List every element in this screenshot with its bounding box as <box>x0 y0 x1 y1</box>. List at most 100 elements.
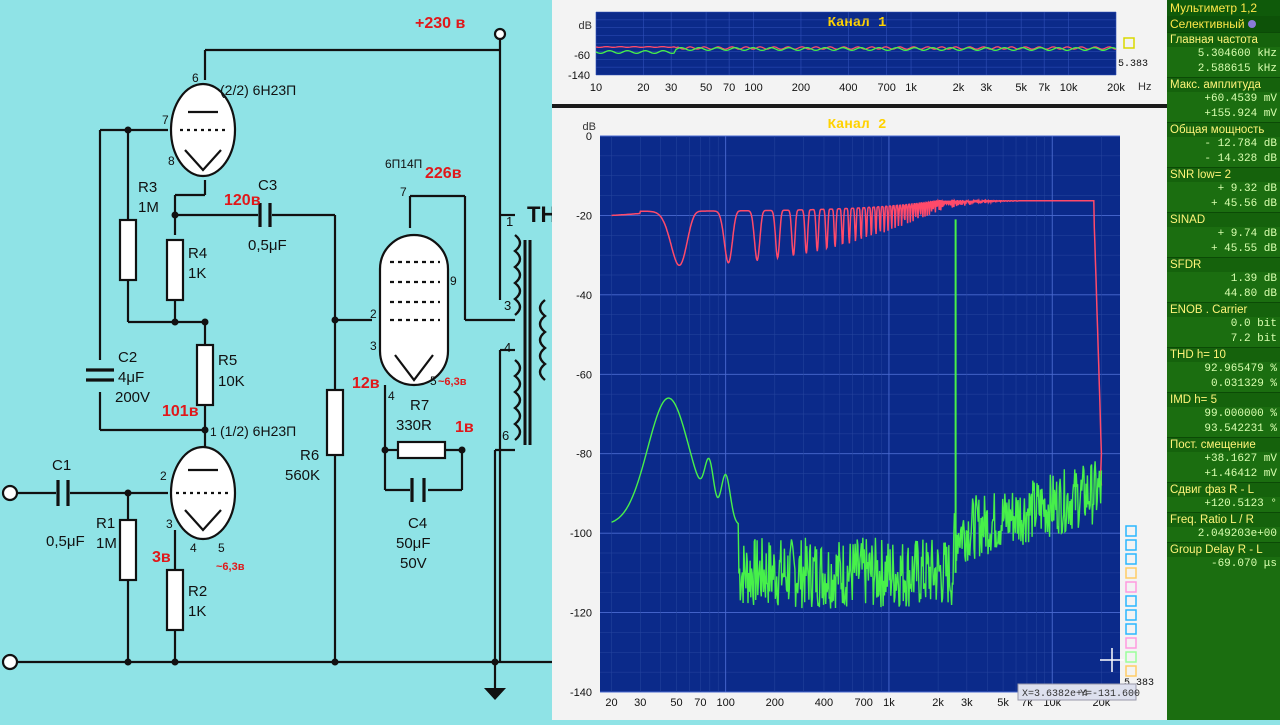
trace-swatch[interactable] <box>1125 637 1137 649</box>
ground-terminal <box>1 653 19 671</box>
ground-symbol <box>484 688 506 700</box>
channel-1-x-tick: 3k <box>980 82 992 94</box>
cursor-readout-box <box>1017 683 1137 701</box>
voltage-101: 101в <box>162 403 199 420</box>
resistor-r6 <box>325 388 345 457</box>
cursor-readout-y: Y=-131.600 <box>1080 689 1140 700</box>
channel-1-title: Канал 1 <box>828 15 887 31</box>
c2-voltage: 200V <box>115 389 150 406</box>
tube-power-label: 6П14П <box>385 157 422 171</box>
r2-value: 1K <box>188 603 206 620</box>
channel-2-red-trace <box>611 197 1103 486</box>
channel-2-x-tick: 700 <box>854 697 872 709</box>
trafo-pin-3: 3 <box>504 298 511 313</box>
channel-1-corner-value: 5.383 <box>1118 59 1148 70</box>
channel-1-x-tick: 200 <box>792 82 810 94</box>
meter-label: Общая мощность <box>1167 122 1280 137</box>
resistor-r3 <box>118 218 138 282</box>
voltage-226: 226в <box>425 165 462 182</box>
trace-swatch[interactable] <box>1125 623 1137 635</box>
channel-1-x-tick: 70 <box>723 82 735 94</box>
meter-value: 7.2 bit <box>1230 333 1277 345</box>
c3-label: C3 <box>258 177 277 194</box>
meter-value: 99.000000 % <box>1204 408 1277 420</box>
crosshair-cursor[interactable] <box>1100 648 1124 672</box>
resistor-r7 <box>396 440 447 460</box>
meter-label: ENOB . Carrier <box>1167 302 1280 317</box>
trace-swatch[interactable] <box>1125 525 1137 537</box>
meter-value: -69.070 μs <box>1210 558 1277 570</box>
r6-label: R6 <box>300 447 319 464</box>
meter-value: 44.80 dB <box>1224 288 1277 300</box>
trafo-pin-1: 1 <box>506 214 513 229</box>
resistor-r5 <box>195 343 215 407</box>
capacitor-c3 <box>258 203 272 227</box>
meter-value: +38.1627 mV <box>1204 453 1277 465</box>
channel-2-x-tick: 50 <box>670 697 682 709</box>
meter-label: Главная частота <box>1167 32 1280 47</box>
voltage-120: 120в <box>224 192 261 209</box>
trace-swatch[interactable] <box>1125 609 1137 621</box>
tube-bottom-label: (1/2) 6Н23П <box>220 423 296 439</box>
trace-swatch[interactable] <box>1125 595 1137 607</box>
meter-label: Freq. Ratio L / R <box>1167 512 1280 527</box>
channel-1-db-unit: dB <box>579 20 592 32</box>
meter-value: +155.924 mV <box>1204 108 1277 120</box>
pin-4-power: 4 <box>388 389 395 403</box>
channel-1-red-trace <box>595 45 1117 50</box>
tube-top-label: (2/2) 6Н23П <box>220 82 296 98</box>
resistor-r1 <box>118 518 138 582</box>
channel-1-green-trace <box>595 46 1117 55</box>
channel-1-x-tick: 10k <box>1060 82 1078 94</box>
multimeter-mode[interactable]: Селективный <box>1167 16 1280 32</box>
c4-voltage: 50V <box>400 555 427 572</box>
meter-label: IMD h= 5 <box>1167 392 1280 407</box>
r4-label: R4 <box>188 245 207 262</box>
channel-1-marker-box[interactable] <box>1123 37 1135 49</box>
meter-label: Сдвиг фаз R - L <box>1167 482 1280 497</box>
channel-2-x-tick: 400 <box>815 697 833 709</box>
channel-2-y-tick: -80 <box>576 449 592 461</box>
capacitor-c4 <box>410 478 426 502</box>
channel-2-title: Канал 2 <box>828 117 887 133</box>
channel-1-x-tick: 100 <box>744 82 762 94</box>
pin-5-bottom: 5 <box>218 541 225 555</box>
channel-1-x-tick: 50 <box>700 82 712 94</box>
trace-swatch[interactable] <box>1125 553 1137 565</box>
trace-swatch[interactable] <box>1125 539 1137 551</box>
voltage-3: 3в <box>152 549 171 566</box>
supply-voltage: +230 в <box>415 15 465 32</box>
r5-label: R5 <box>218 352 237 369</box>
trace-swatch[interactable] <box>1125 567 1137 579</box>
capacitor-c2 <box>86 368 114 382</box>
channel-2-x-tick: 70 <box>694 697 706 709</box>
meter-label: SNR low= 2 <box>1167 167 1280 182</box>
meter-value: + 45.55 dB <box>1210 243 1277 255</box>
channel-2-y-tick: -60 <box>576 369 592 381</box>
trace-swatch[interactable] <box>1125 665 1137 677</box>
channel-1-y-tick: -140 <box>568 70 590 82</box>
meter-value: +120.5123 ° <box>1204 498 1277 510</box>
channel-1-x-tick: 2k <box>953 82 965 94</box>
filament-voltage-power: ~6,3в <box>438 376 467 388</box>
channel-2-y-tick: -20 <box>576 210 592 222</box>
channel-1-x-tick: 700 <box>877 82 895 94</box>
capacitor-c1 <box>56 480 70 506</box>
trace-swatch[interactable] <box>1125 651 1137 663</box>
c2-label: C2 <box>118 349 137 366</box>
cursor-readout-x: X=3.6382e+4 <box>1022 689 1088 700</box>
channel-2-y-tick: -120 <box>570 608 592 620</box>
pin-3-bottom: 3 <box>166 517 173 531</box>
pin-3-power: 3 <box>370 339 377 353</box>
channel-2-x-tick: 3k <box>961 697 973 709</box>
meter-value: 2.049203e+00 <box>1197 528 1277 540</box>
trace-swatch[interactable] <box>1125 581 1137 593</box>
meter-label: Group Delay R - L <box>1167 542 1280 557</box>
multimeter-header[interactable]: Мультиметр 1,2 <box>1167 0 1280 16</box>
pin-5-power: 5 <box>430 374 437 388</box>
